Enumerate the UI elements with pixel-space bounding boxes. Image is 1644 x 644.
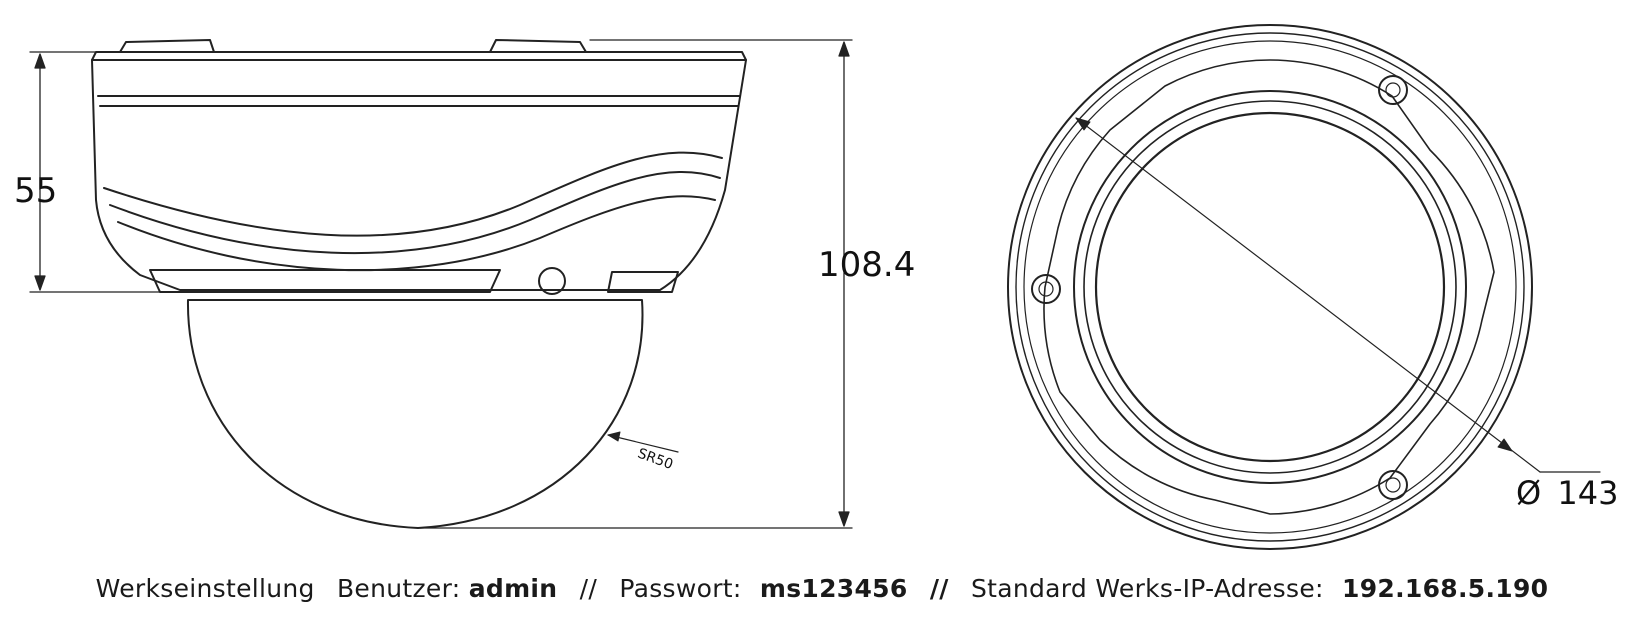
user-label: Benutzer: xyxy=(336,574,461,603)
separator-1: // xyxy=(579,574,598,603)
housing-wave-contour xyxy=(103,151,723,237)
password-label: Passwort: xyxy=(619,574,742,603)
label-108-4: 108.4 xyxy=(818,245,915,285)
housing-top-rim xyxy=(91,51,747,61)
diameter-symbol: Ø xyxy=(1516,474,1541,512)
mount-tab-left xyxy=(119,39,215,53)
ip-value: 192.168.5.190 xyxy=(1342,574,1549,603)
ip-label: Standard Werks-IP-Adresse: xyxy=(970,574,1324,603)
mount-tab-right xyxy=(489,39,587,53)
default-credentials-footer: Werkseinstellung Benutzer: admin // Pass… xyxy=(0,574,1644,603)
screw-left xyxy=(1031,274,1061,304)
screw-top-right xyxy=(1378,75,1408,105)
inner-ring xyxy=(1073,90,1467,484)
label-55: 55 xyxy=(14,171,57,211)
bottom-slot-left xyxy=(149,269,501,293)
diameter-value: 143 xyxy=(1557,474,1618,512)
dimension-108-4 xyxy=(419,39,853,529)
separator-2: // xyxy=(929,574,949,603)
label-diameter: Ø 143 xyxy=(1516,474,1618,512)
password-value: ms123456 xyxy=(759,574,908,603)
dimension-55 xyxy=(29,51,171,293)
user-value: admin xyxy=(468,574,558,603)
lens-opening xyxy=(1094,111,1446,463)
mounting-ring xyxy=(1043,59,1495,515)
bottom-screw xyxy=(538,267,566,295)
bottom-slot-right xyxy=(607,271,679,293)
default-label: Werkseinstellung xyxy=(95,574,315,603)
camera-dimension-drawing: 55 108.4 SR50 Ø 143 xyxy=(14,24,1618,550)
side-view xyxy=(91,39,747,529)
outer-ring xyxy=(1007,24,1533,550)
housing-body xyxy=(91,59,747,291)
top-view xyxy=(1007,24,1601,550)
screw-bottom-right xyxy=(1378,470,1408,500)
diameter-line xyxy=(1075,117,1541,473)
dome xyxy=(186,299,644,529)
